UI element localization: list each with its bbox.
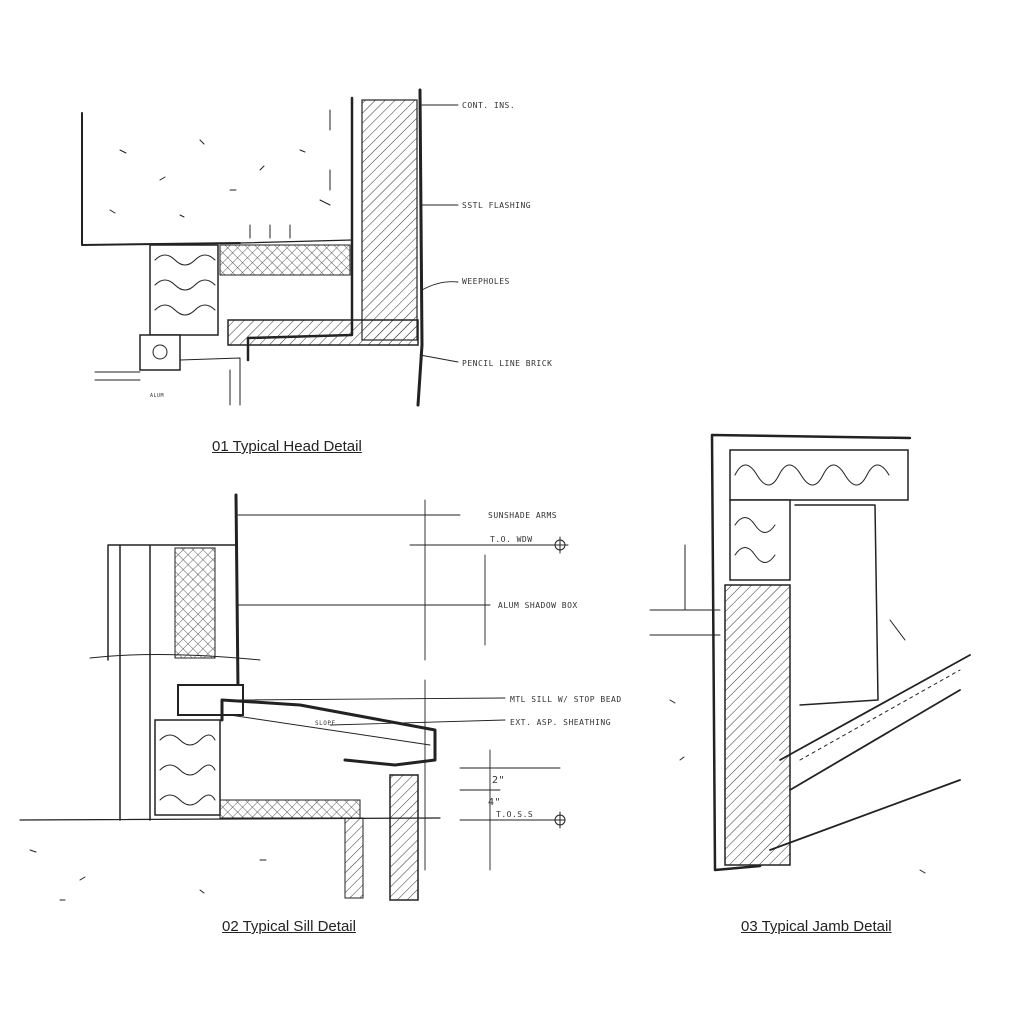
caption-head-detail: 01 Typical Head Detail <box>212 438 362 455</box>
dim-4in: 4" <box>488 797 501 808</box>
note-weepholes: WEEPHOLES <box>462 277 510 286</box>
note-cont-ins: CONT. INS. <box>462 101 515 110</box>
sill-detail-drawing: SUNSHADE ARMS T.O. WDW ALUM SHADOW BOX M… <box>19 493 622 901</box>
note-sunshade-arms: SUNSHADE ARMS <box>488 511 557 520</box>
jamb-detail-drawing <box>649 433 971 874</box>
dim-2in: 2" <box>492 775 505 786</box>
note-slope: SLOPE <box>315 720 336 727</box>
caption-sill-detail: 02 Typical Sill Detail <box>222 918 356 935</box>
brick-veneer <box>361 99 418 341</box>
note-top-of-window: T.O. WDW <box>490 535 533 544</box>
note-alum: ALUM <box>150 393 164 399</box>
note-pencil-line-brick: PENCIL LINE BRICK <box>462 359 552 368</box>
note-ext-asp-sheathing: EXT. ASP. SHEATHING <box>510 718 611 727</box>
caption-jamb-detail: 03 Typical Jamb Detail <box>741 918 892 935</box>
head-detail-drawing: CONT. INS. SSTL FLASHING WEEPHOLES PENCI… <box>81 88 552 407</box>
note-alum-shadow-box: ALUM SHADOW BOX <box>498 601 578 610</box>
note-toss: T.O.S.S <box>496 810 533 819</box>
note-sstl-flashing: SSTL FLASHING <box>462 201 531 210</box>
note-mtl-sill: MTL SILL W/ STOP BEAD <box>510 695 622 704</box>
